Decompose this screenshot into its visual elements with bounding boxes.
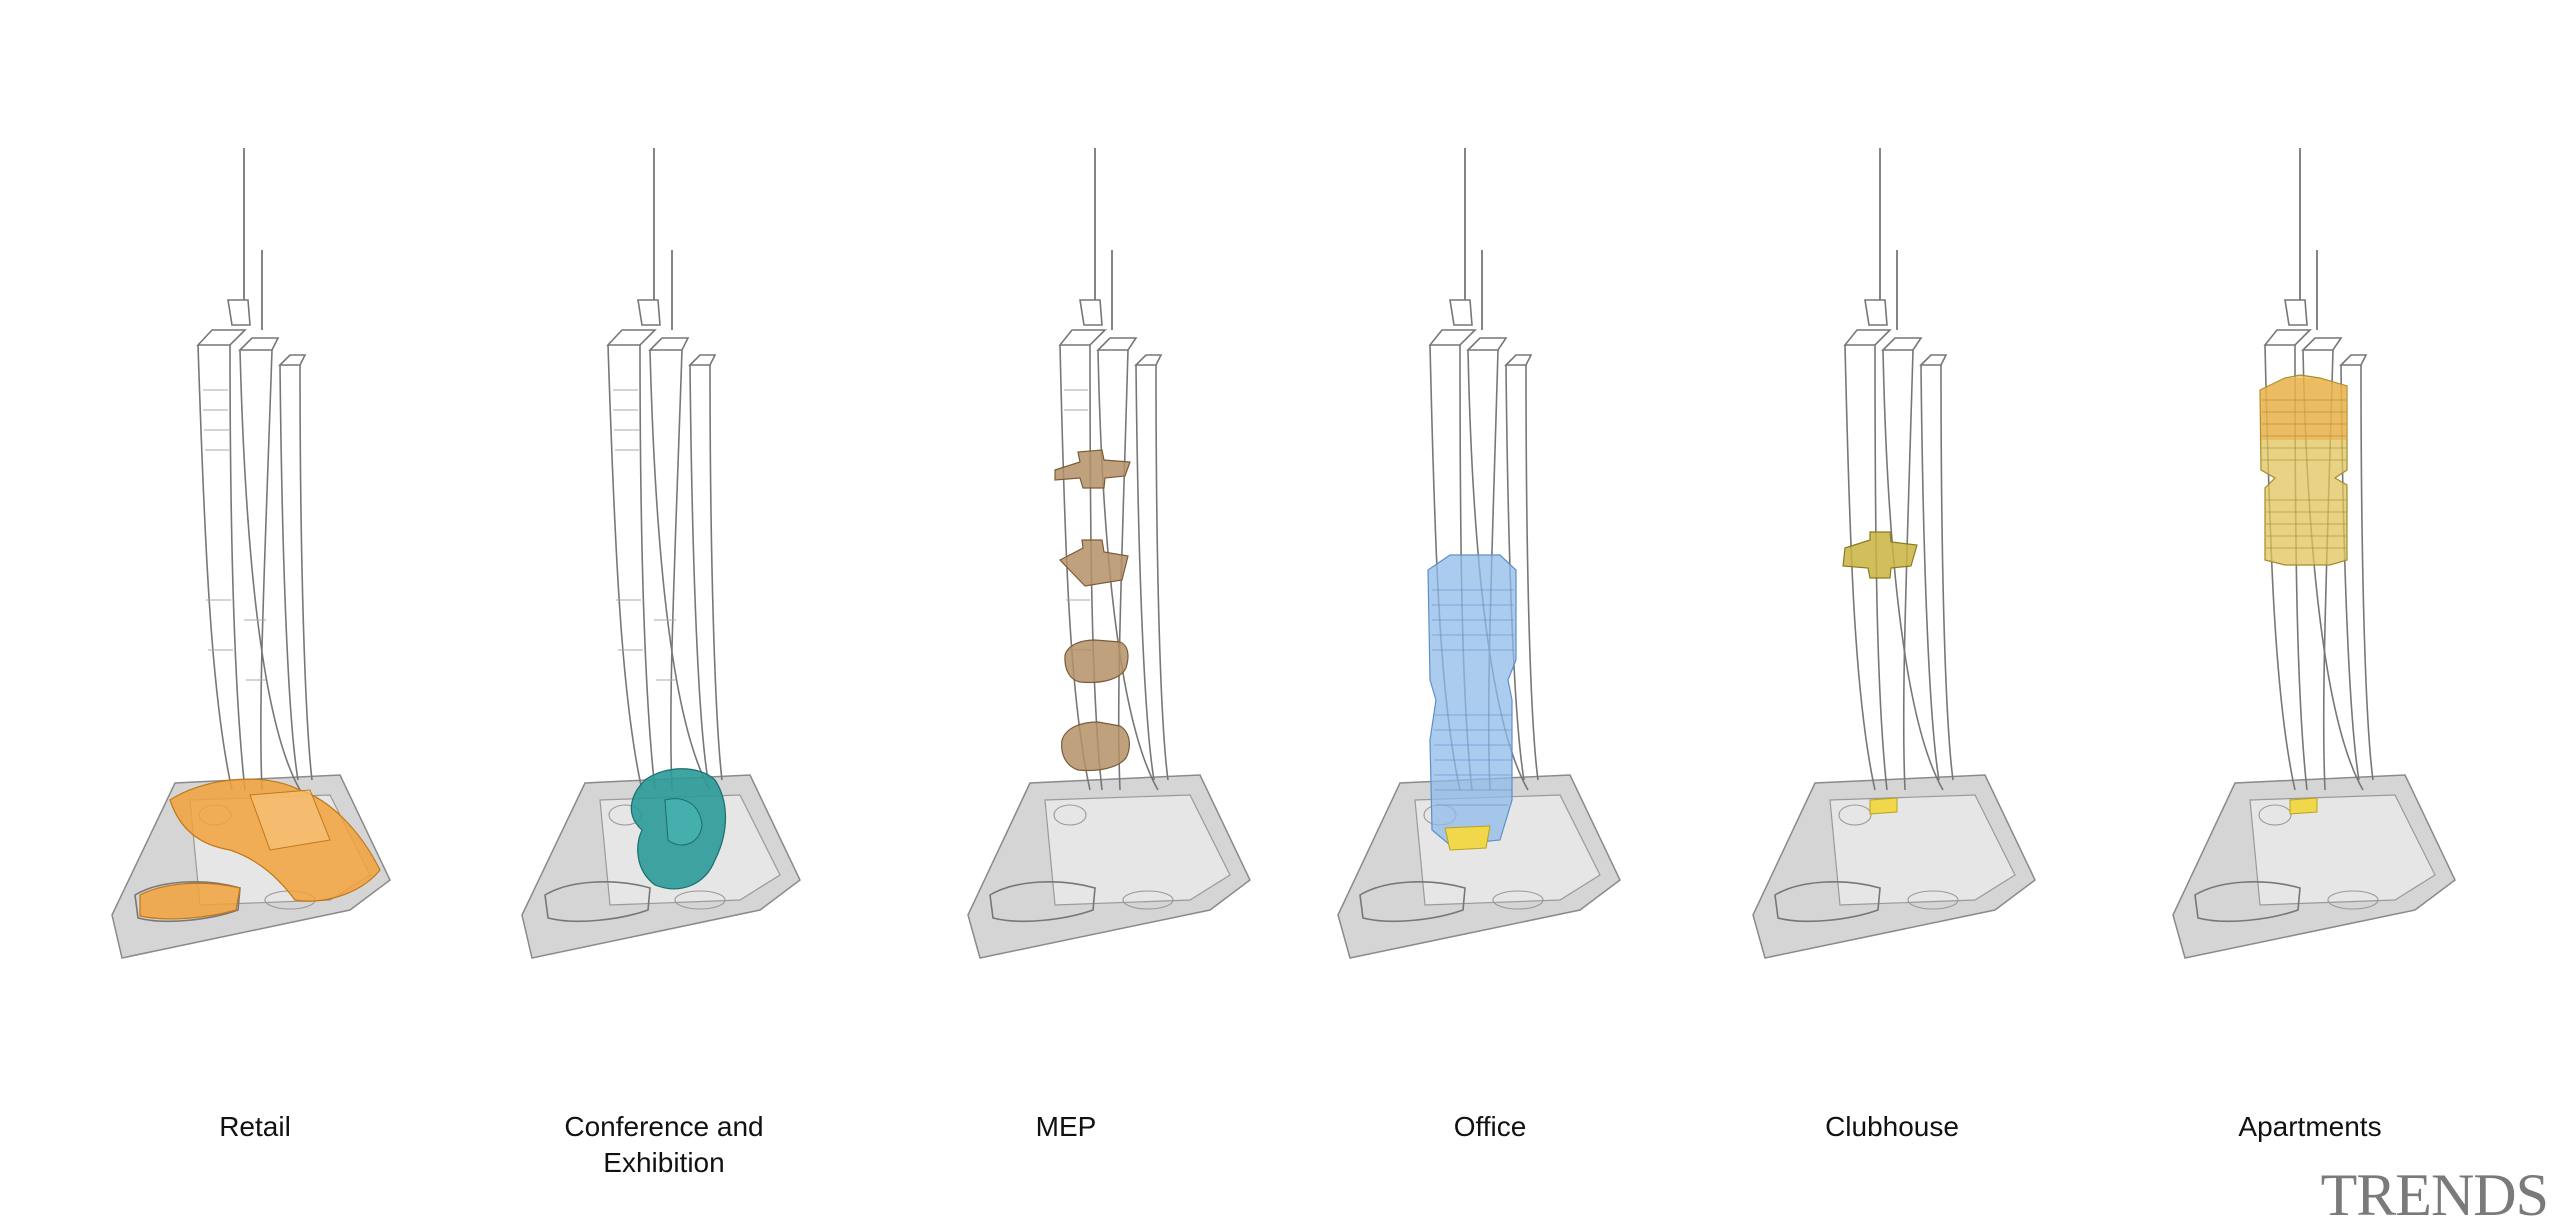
label-mep: MEP [1036,1111,1097,1142]
trends-logo: TRENDS [2321,1162,2548,1226]
program-highlight [1427,554,1517,851]
label-clubhouse: Clubhouse [1825,1111,1959,1142]
program-highlight [630,768,727,890]
label-conference-line1: Conference and [564,1111,763,1142]
tower-model [967,148,1251,959]
panel-mep [967,148,1251,959]
tower-model [1752,148,2036,959]
panel-conference [521,148,801,959]
panel-retail [111,148,391,959]
panel-apartments [2172,148,2456,959]
program-highlight [1054,449,1131,772]
program-highlight [2259,374,2348,815]
tower-model [2172,148,2456,959]
program-highlight [1842,531,1918,815]
label-retail: Retail [219,1111,291,1142]
label-apartments: Apartments [2238,1111,2381,1142]
label-conference-line2: Exhibition [603,1147,724,1178]
panel-clubhouse [1752,148,2036,959]
panel-office [1337,148,1621,959]
program-highlight [139,778,381,920]
label-office: Office [1454,1111,1527,1142]
